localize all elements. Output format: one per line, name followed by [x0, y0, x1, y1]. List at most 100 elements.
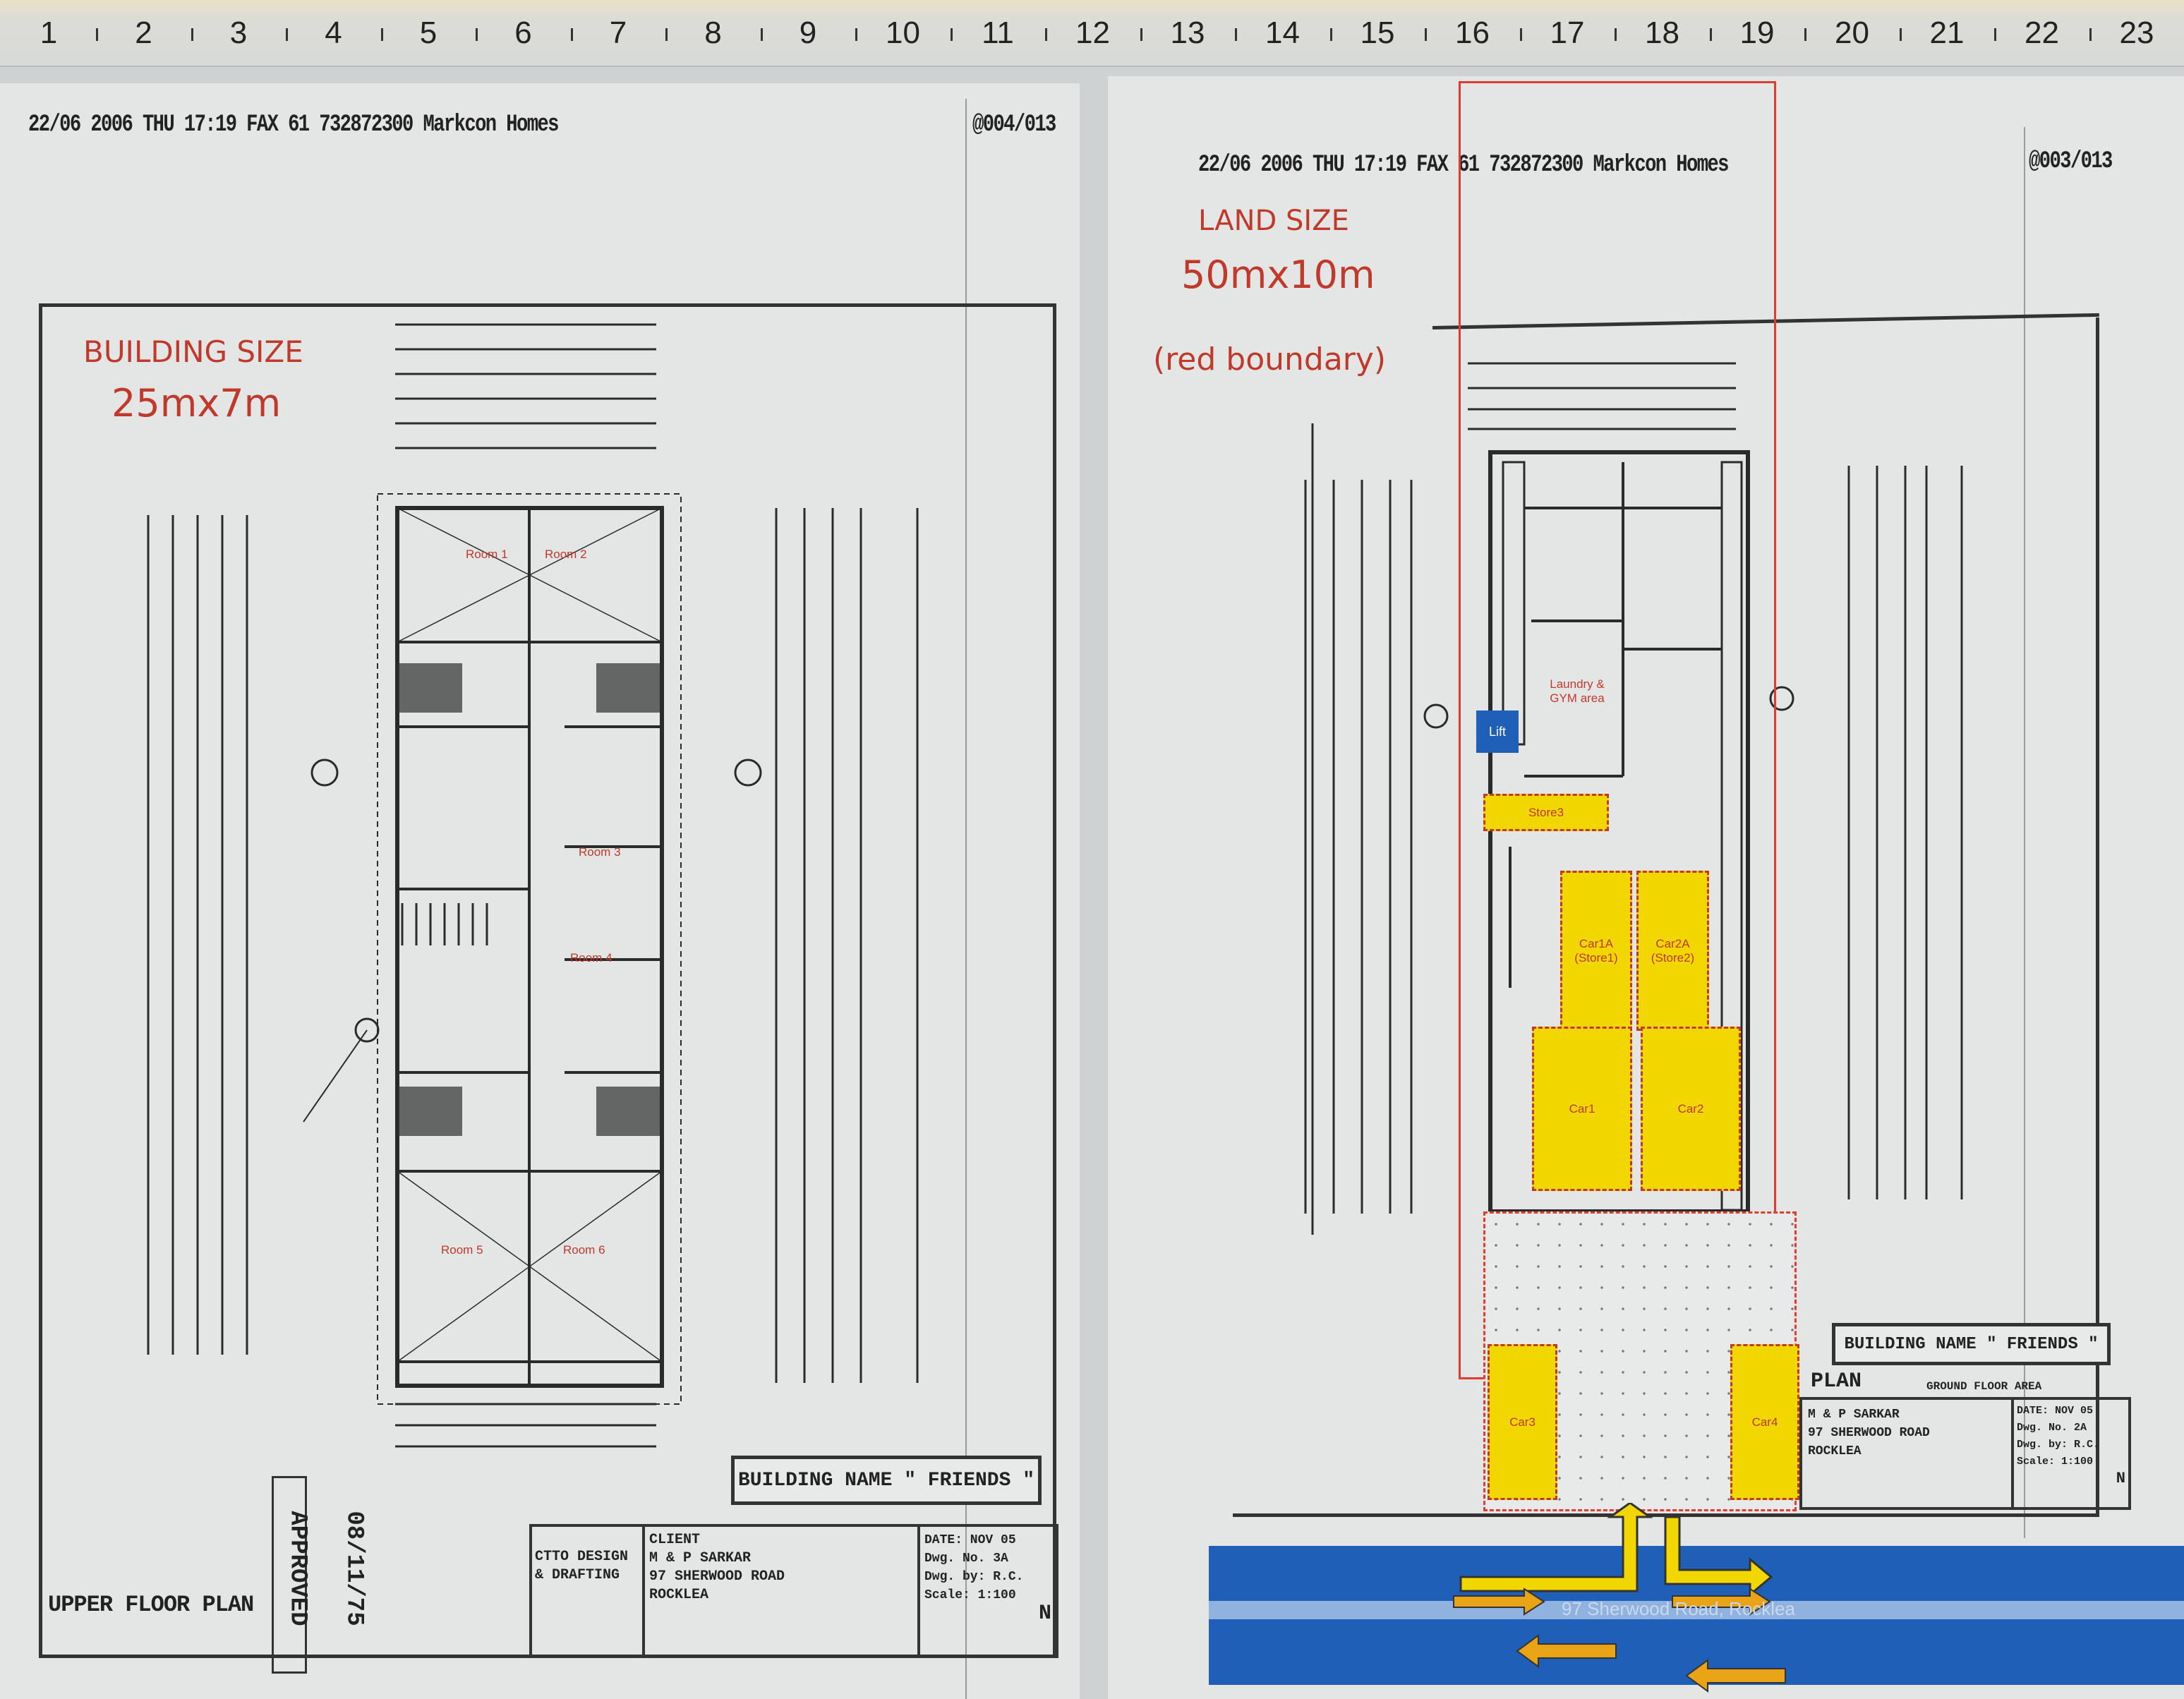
- designer-line: & DRAFTING: [535, 1567, 620, 1583]
- ruler-tick: [1804, 28, 1806, 41]
- land-size-label: LAND SIZE: [1198, 205, 1349, 237]
- plan-title: UPPER FLOOR PLAN: [48, 1592, 254, 1618]
- car2-label: Car2: [1677, 1101, 1704, 1115]
- ruler-tick: [1615, 28, 1617, 41]
- ruler-number: 11: [982, 16, 1014, 50]
- car1a-label: Car1A (Store1): [1574, 936, 1618, 965]
- ruler-tick: [96, 28, 98, 41]
- drawing-frame: [1233, 318, 2099, 1517]
- road-label: 97 Sherwood Road, Rocklea: [1562, 1598, 1795, 1619]
- ruler-tick: [1709, 28, 1712, 41]
- fax-header: 22/06 2006 THU 17:19 FAX 61 732872300 Ma…: [28, 111, 559, 138]
- entry-arrow: [1459, 1503, 1653, 1592]
- upper-floor-plan-drawing: [147, 323, 919, 1448]
- room-label: Room 2: [545, 548, 587, 561]
- approved-stamp: [272, 1476, 307, 1674]
- title-block: CTTO DESIGN & DRAFTING CLIENT M & P SARK…: [529, 1524, 1058, 1658]
- exit-arrow: [1664, 1516, 1773, 1597]
- designer-cell: CTTO DESIGN & DRAFTING: [532, 1527, 645, 1655]
- north-label: N: [1038, 1602, 1051, 1626]
- client-cell: M & P SARKAR 97 SHERWOOD ROAD ROCKLEA: [1802, 1400, 2014, 1507]
- left-document-page: [0, 83, 1080, 1699]
- title-block: M & P SARKAR 97 SHERWOOD ROAD ROCKLEA DA…: [1799, 1397, 2131, 1510]
- approved-date: 08/11/75: [340, 1511, 368, 1626]
- detail-line: Scale: 1:100: [924, 1588, 1016, 1602]
- page-divider-line: [2024, 127, 2025, 1538]
- ruler-number: 18: [1645, 16, 1679, 50]
- car2-bay: Car2: [1641, 1027, 1741, 1191]
- client-line: M & P SARKAR: [1808, 1408, 1900, 1422]
- ruler-number: 19: [1739, 16, 1775, 50]
- plan-title: PLAN: [1811, 1370, 1862, 1393]
- plan-subtitle: GROUND FLOOR AREA: [1926, 1380, 2042, 1393]
- ruler-tick: [1519, 28, 1522, 41]
- ruler-tick: [1140, 28, 1142, 41]
- client-line: 97 SHERWOOD ROAD: [1808, 1426, 1930, 1440]
- ruler-number: 14: [1265, 16, 1300, 50]
- store3-label: Store3: [1528, 805, 1564, 819]
- room-label: Room 4: [570, 951, 613, 965]
- ruler-number: 4: [325, 16, 342, 50]
- client-line: 97 SHERWOOD ROAD: [649, 1568, 785, 1585]
- building-name-box: BUILDING NAME " FRIENDS ": [731, 1456, 1042, 1505]
- ruler-number: 12: [1075, 16, 1110, 50]
- traffic-arrow-right: [1453, 1588, 1545, 1616]
- car3-bay: Car3: [1488, 1344, 1557, 1500]
- detail-line: Scale: 1:100: [2017, 1456, 2094, 1468]
- car2a-label: Car2A (Store2): [1651, 936, 1695, 965]
- client-line: CLIENT: [649, 1532, 701, 1548]
- room-label: Room 5: [441, 1243, 483, 1257]
- car4-label: Car4: [1751, 1415, 1778, 1429]
- ruler-tick: [1425, 28, 1427, 41]
- page-number: @004/013: [972, 111, 1056, 138]
- ruler-number: 7: [609, 16, 627, 50]
- ruler-number: 5: [419, 16, 438, 50]
- boundary-note: (red boundary): [1153, 341, 1387, 377]
- lift-block: Lift: [1476, 711, 1519, 753]
- client-line: ROCKLEA: [649, 1587, 709, 1603]
- designer-line: CTTO DESIGN: [535, 1549, 629, 1565]
- land-size-value: 50mx10m: [1181, 253, 1375, 297]
- ruler-number: 21: [1929, 16, 1965, 50]
- ruler-tick: [855, 28, 857, 41]
- ruler-number: 9: [799, 16, 817, 50]
- page-number: @003/013: [2029, 148, 2113, 175]
- ruler-number: 3: [229, 16, 248, 50]
- ruler-number: 13: [1170, 16, 1205, 50]
- traffic-arrow-right: [1672, 1588, 1771, 1616]
- ruler-tick: [1329, 28, 1332, 41]
- ruler-number: 16: [1455, 16, 1490, 50]
- fax-header: 22/06 2006 THU 17:19 FAX 61 732872300 Ma…: [1198, 152, 1729, 179]
- room-label: Room 1: [466, 548, 508, 561]
- detail-line: Dwg. No. 3A: [924, 1552, 1008, 1566]
- client-cell: CLIENT M & P SARKAR 97 SHERWOOD ROAD ROC…: [645, 1527, 920, 1655]
- building-size-label: BUILDING SIZE: [83, 334, 303, 369]
- detail-line: Dwg. by: R.C.: [924, 1570, 1024, 1584]
- ruler-tick: [286, 28, 288, 41]
- approved-stamp-text: APPROVED: [284, 1511, 311, 1626]
- north-label: N: [2116, 1470, 2125, 1487]
- ruler-tick: [950, 28, 953, 41]
- ruler-tick: [1994, 28, 1996, 41]
- ruler-number: 20: [1835, 16, 1869, 50]
- building-name-box: BUILDING NAME " FRIENDS ": [1832, 1323, 2111, 1365]
- detail-line: DATE: NOV 05: [924, 1533, 1016, 1547]
- ruler-tick: [476, 28, 478, 41]
- details-cell: DATE: NOV 05 Dwg. No. 2A Dwg. by: R.C. S…: [2014, 1400, 2128, 1507]
- detail-line: Dwg. by: R.C.: [2017, 1439, 2100, 1451]
- details-cell: DATE: NOV 05 Dwg. No. 3A Dwg. by: R.C. S…: [920, 1527, 1056, 1655]
- car3-label: Car3: [1509, 1415, 1536, 1429]
- ruler-tick: [665, 28, 668, 41]
- car2a-bay: Car2A (Store2): [1636, 871, 1709, 1031]
- traffic-arrows: [1453, 1503, 1786, 1693]
- building-size-value: 25mx7m: [111, 381, 282, 425]
- car1-label: Car1: [1569, 1101, 1595, 1115]
- ruler-tick: [1235, 28, 1237, 41]
- store3-area: Store3: [1483, 794, 1609, 831]
- client-line: ROCKLEA: [1808, 1444, 1862, 1458]
- ruler-tick: [2089, 28, 2092, 41]
- ruler-number: 22: [2025, 16, 2059, 50]
- ruler-number: 17: [1550, 16, 1585, 50]
- client-line: M & P SARKAR: [649, 1550, 752, 1566]
